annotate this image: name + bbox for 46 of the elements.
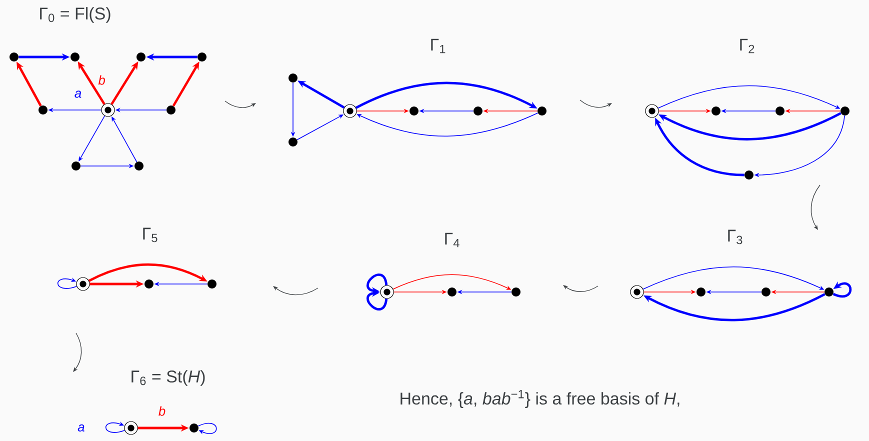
vertex (712, 106, 720, 116)
graph-title: Γ$_{3}$ (728, 230, 742, 244)
vertex (208, 280, 216, 288)
base-vertex (76, 277, 90, 291)
vertex (136, 52, 146, 62)
arrow (366, 290, 388, 310)
vertex (288, 74, 298, 82)
base-vertex (380, 285, 394, 299)
arrow (78, 116, 106, 162)
vertex (72, 162, 80, 170)
graph-title: Γ$_{5}$ (143, 228, 158, 242)
vertex (696, 288, 706, 296)
vertex (198, 52, 206, 62)
graph-title: Γ$_{1}$ (431, 38, 446, 54)
vertex (776, 106, 784, 116)
graph-title: Γ$_{4}$ (445, 232, 460, 248)
vertex (840, 106, 850, 116)
vertex (38, 106, 48, 114)
vertex (410, 106, 418, 116)
vertex (134, 162, 144, 170)
edge-label: b (97, 74, 106, 86)
vertex (190, 424, 198, 432)
base-vertex (343, 104, 357, 118)
vertex (744, 170, 754, 180)
vertex (448, 288, 456, 296)
arrow (105, 422, 126, 433)
graph-title: Γ$_{0}$ = Fl(S) (40, 7, 110, 23)
vertex (538, 106, 546, 116)
vertex (512, 288, 520, 296)
base-vertex (124, 421, 138, 435)
arrow (198, 422, 217, 434)
vertex (824, 288, 834, 296)
base-vertex (101, 103, 115, 117)
vertex (70, 52, 80, 62)
vertex (144, 280, 154, 288)
graph-title: Γ$_{2}$ (740, 38, 754, 54)
base-vertex (630, 285, 644, 299)
arrow (57, 278, 78, 289)
vertex (288, 138, 298, 146)
base-vertex (645, 104, 659, 118)
note-text: Hence, {a, bab$^{−1}$} is a free basis of H, (400, 390, 680, 408)
graph-title: Γ$_{6}$ = St(H) (132, 370, 205, 386)
vertex (762, 288, 770, 296)
vertex (166, 106, 176, 114)
vertex (474, 106, 482, 116)
vertex (10, 52, 18, 62)
